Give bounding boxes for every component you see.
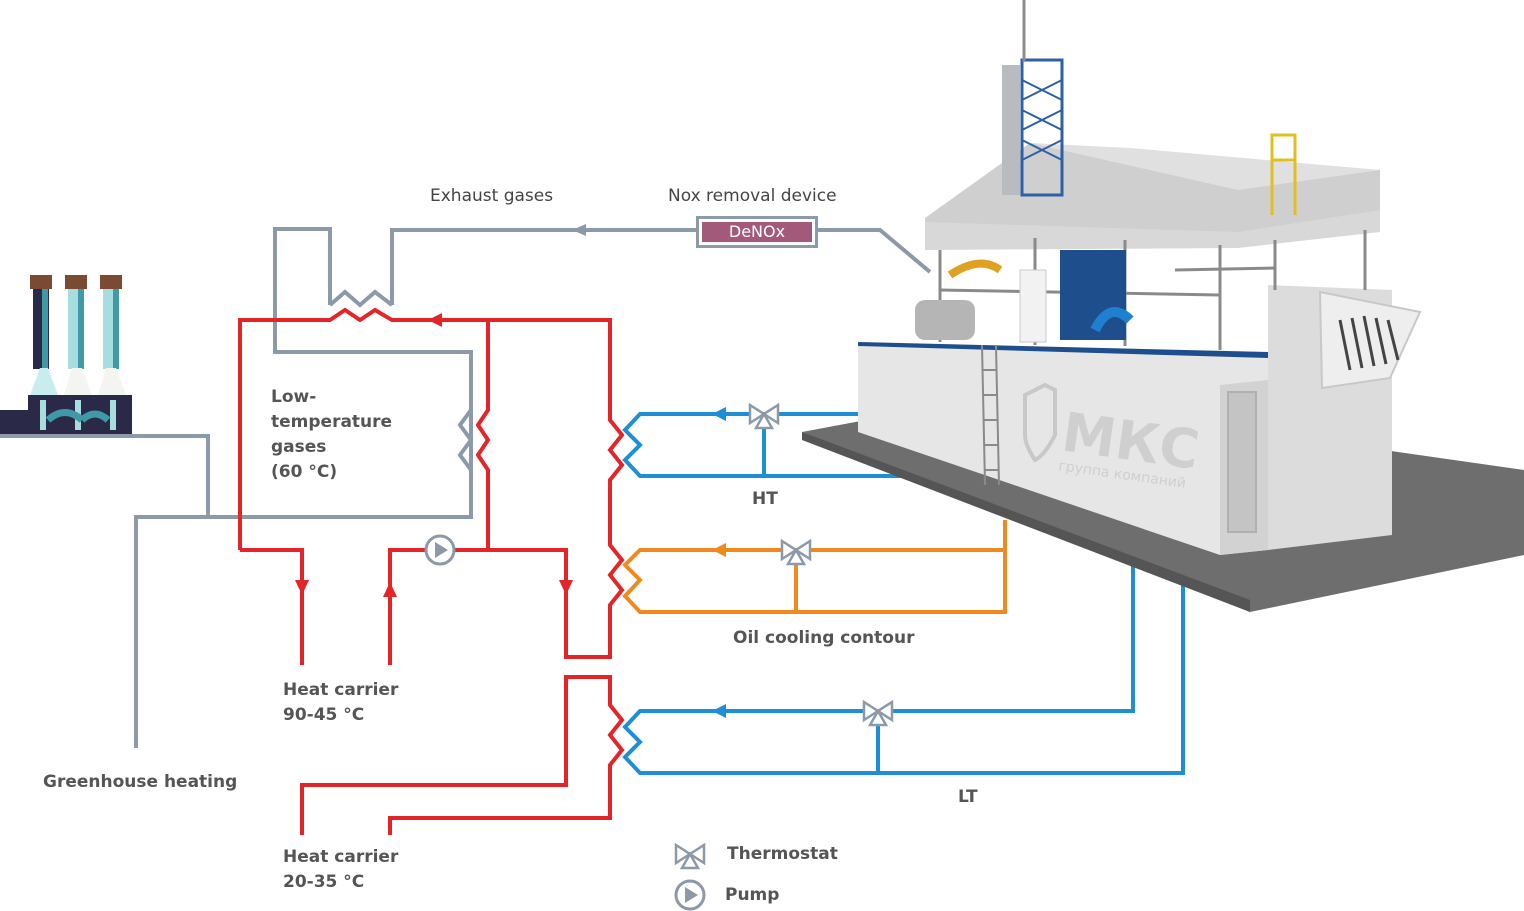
legend-pump-label: Pump <box>725 885 780 905</box>
red-down-arrow-1 <box>295 580 309 595</box>
thermostat-lt-icon <box>862 699 894 727</box>
greenhouse-supply-line <box>134 515 208 748</box>
legend-thermostat-icon <box>674 842 706 870</box>
denox-label: DeNOx <box>702 222 812 242</box>
exhaust-gases-label: Exhaust gases <box>430 186 554 206</box>
cogeneration-plant-illustration <box>802 0 1524 612</box>
legend-pump-icon <box>674 879 706 911</box>
pump-icon <box>424 534 456 566</box>
heat-carrier-2-label: Heat carrier 20-35 °C <box>283 845 398 895</box>
ht-label: HT <box>752 489 778 509</box>
lt-loop <box>622 565 1185 775</box>
red-down-arrow-2 <box>559 580 573 595</box>
low-temp-gases-line-1: Low- <box>271 387 317 407</box>
low-temp-gases-line-2: temperature <box>271 412 393 432</box>
exhaust-line <box>390 228 696 305</box>
red-top-loop <box>238 307 612 550</box>
red-lower-loop <box>300 675 625 835</box>
lt-label: LT <box>958 787 978 807</box>
red-up-arrow <box>383 582 397 597</box>
heat-carrier-1-line-1: Heat carrier <box>283 680 399 700</box>
red-return-up <box>388 548 425 665</box>
heat-carrier-1-label: Heat carrier 90-45 °C <box>283 678 398 728</box>
heat-carrier-1-line-2: 90-45 °C <box>283 705 365 725</box>
exhaust-arrow <box>572 224 586 236</box>
greenhouse-heating-label: Greenhouse heating <box>43 772 238 792</box>
thermostat-ht-icon <box>748 402 780 430</box>
heat-carrier-2-line-1: Heat carrier <box>283 847 399 867</box>
low-temp-gases-label: Low- temperature gases (60 °C) <box>271 385 392 485</box>
low-temp-exchanger-grey <box>457 360 474 480</box>
oil-cooling-label: Oil cooling contour <box>733 628 915 648</box>
greenhouse-heating-line <box>0 227 473 519</box>
ht-loop <box>622 412 905 478</box>
oil-arrow <box>712 543 726 557</box>
thermostat-oil-icon <box>780 538 812 566</box>
red-inner-riser <box>475 320 491 550</box>
nox-device-label: Nox removal device <box>668 186 837 206</box>
exhaust-exchanger-zigzag <box>328 289 394 308</box>
greenhouse-factory-icon <box>0 275 132 435</box>
denox-device: DeNOx <box>696 216 818 248</box>
red-left-down <box>240 548 304 665</box>
red-top-arrow <box>428 313 442 327</box>
red-ht-exchanger <box>455 410 625 659</box>
heat-carrier-2-line-2: 20-35 °C <box>283 872 365 892</box>
lt-arrow <box>712 704 726 718</box>
low-temp-gases-line-4: (60 °C) <box>271 462 338 482</box>
exhaust-line-engine <box>818 228 932 274</box>
legend-thermostat-label: Thermostat <box>727 844 838 864</box>
ht-arrow <box>712 407 726 421</box>
low-temp-gases-line-3: gases <box>271 437 327 457</box>
oil-loop <box>622 520 1007 614</box>
